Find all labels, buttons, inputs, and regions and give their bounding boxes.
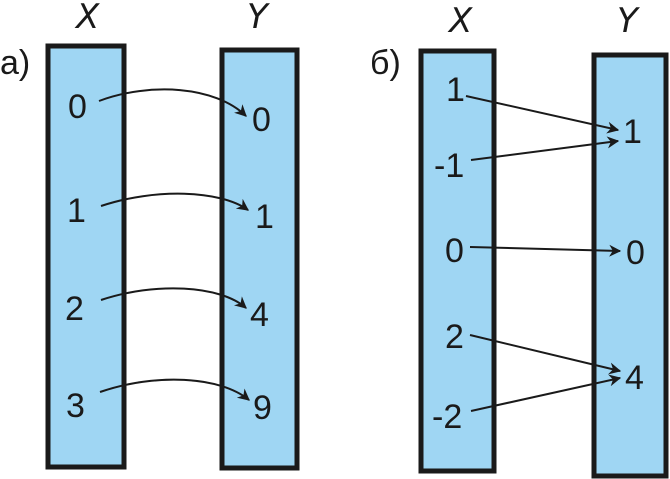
- panel-b-set-y: [591, 52, 669, 479]
- panel-a-y-value: 0: [252, 101, 271, 139]
- panel-b-mapping-arrow: [469, 244, 622, 257]
- panel-b-x-value: 2: [445, 318, 464, 356]
- panel-b-set-x: [418, 48, 497, 474]
- panel-b-x-value: 0: [445, 232, 464, 270]
- panel-b-y-value: 1: [623, 113, 642, 151]
- panel-a-mapping-arrow: [100, 192, 249, 211]
- panel-b-mapping-arrow: [469, 334, 622, 375]
- panel-b-label: б): [370, 44, 401, 82]
- panel-a-x-title: X: [74, 0, 100, 37]
- panel-b-mapping-arrow: [465, 95, 620, 134]
- panel-a: а) X Y 0 1 2 3 0 1 4 9: [0, 0, 300, 471]
- panel-a-y-value: 9: [253, 389, 272, 427]
- panel-b-x-value: 1: [446, 71, 465, 109]
- panel-a-mapping-arrow: [100, 287, 247, 309]
- panel-b-x-value: -1: [434, 147, 464, 185]
- panel-a-x-value: 3: [66, 387, 85, 425]
- panel-b-x-title: X: [447, 1, 473, 41]
- panel-b-mapping-arrow: [470, 136, 620, 161]
- panel-b-y-value: 4: [625, 359, 644, 397]
- panel-a-mapping-arrow: [99, 378, 250, 401]
- panel-b: б) X Y 1 -1 0 2 -2 1 0 4: [370, 1, 669, 479]
- panel-a-set-y: [219, 47, 300, 471]
- panel-a-x-value: 2: [65, 290, 84, 328]
- panel-a-y-value: 4: [250, 296, 269, 334]
- panel-a-x-value: 0: [68, 88, 87, 126]
- panel-a-label: а): [0, 44, 30, 82]
- panel-a-mapping-arrow: [98, 88, 247, 117]
- panel-a-y-title: Y: [247, 0, 270, 37]
- panel-b-y-value: 0: [626, 234, 645, 272]
- panel-a-x-value: 1: [67, 192, 86, 230]
- panel-b-y-title: Y: [617, 1, 640, 41]
- panel-b-x-value: -2: [432, 398, 462, 436]
- panel-a-set-x: [45, 43, 127, 470]
- panel-a-y-value: 1: [255, 198, 274, 236]
- panel-b-mapping-arrow: [470, 374, 622, 412]
